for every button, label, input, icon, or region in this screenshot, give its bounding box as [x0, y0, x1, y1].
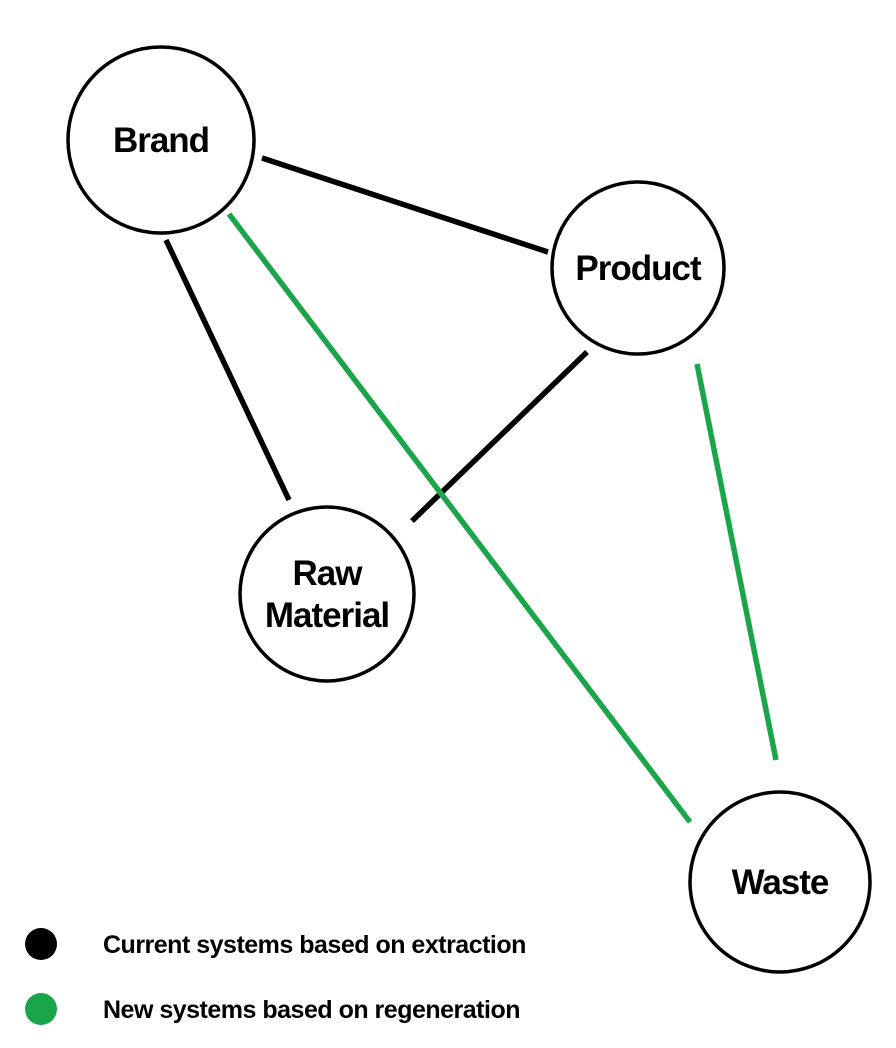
edges-layer [163, 155, 779, 824]
node-raw-material-circle [238, 505, 416, 683]
node-brand-label: Brand [113, 121, 209, 160]
edge-brand-raw-material [163, 238, 292, 502]
node-raw-material-label: Material [265, 596, 389, 635]
node-waste: Waste [688, 790, 872, 974]
node-product-circle [550, 180, 726, 356]
edge-product-raw-material [410, 350, 589, 523]
node-product: Product [550, 180, 726, 356]
node-brand-circle [66, 45, 256, 235]
legend-label-current: Current systems based on extraction [103, 931, 526, 959]
legend-item-current: Current systems based on extraction [25, 928, 526, 960]
legend-swatch-current [25, 928, 57, 960]
edge-product-waste [694, 363, 779, 761]
node-waste-label: Waste [732, 863, 829, 902]
legend-swatch-new [25, 993, 57, 1025]
legend-label-new: New systems based on regeneration [103, 996, 520, 1024]
node-brand: Brand [66, 45, 256, 235]
node-product-label: Product [575, 249, 702, 288]
edge-brand-waste [226, 212, 693, 824]
node-waste-circle [688, 790, 872, 974]
edge-brand-product [261, 155, 549, 255]
node-raw-material-label: Raw [293, 554, 364, 593]
legend-item-new: New systems based on regeneration [25, 993, 520, 1025]
